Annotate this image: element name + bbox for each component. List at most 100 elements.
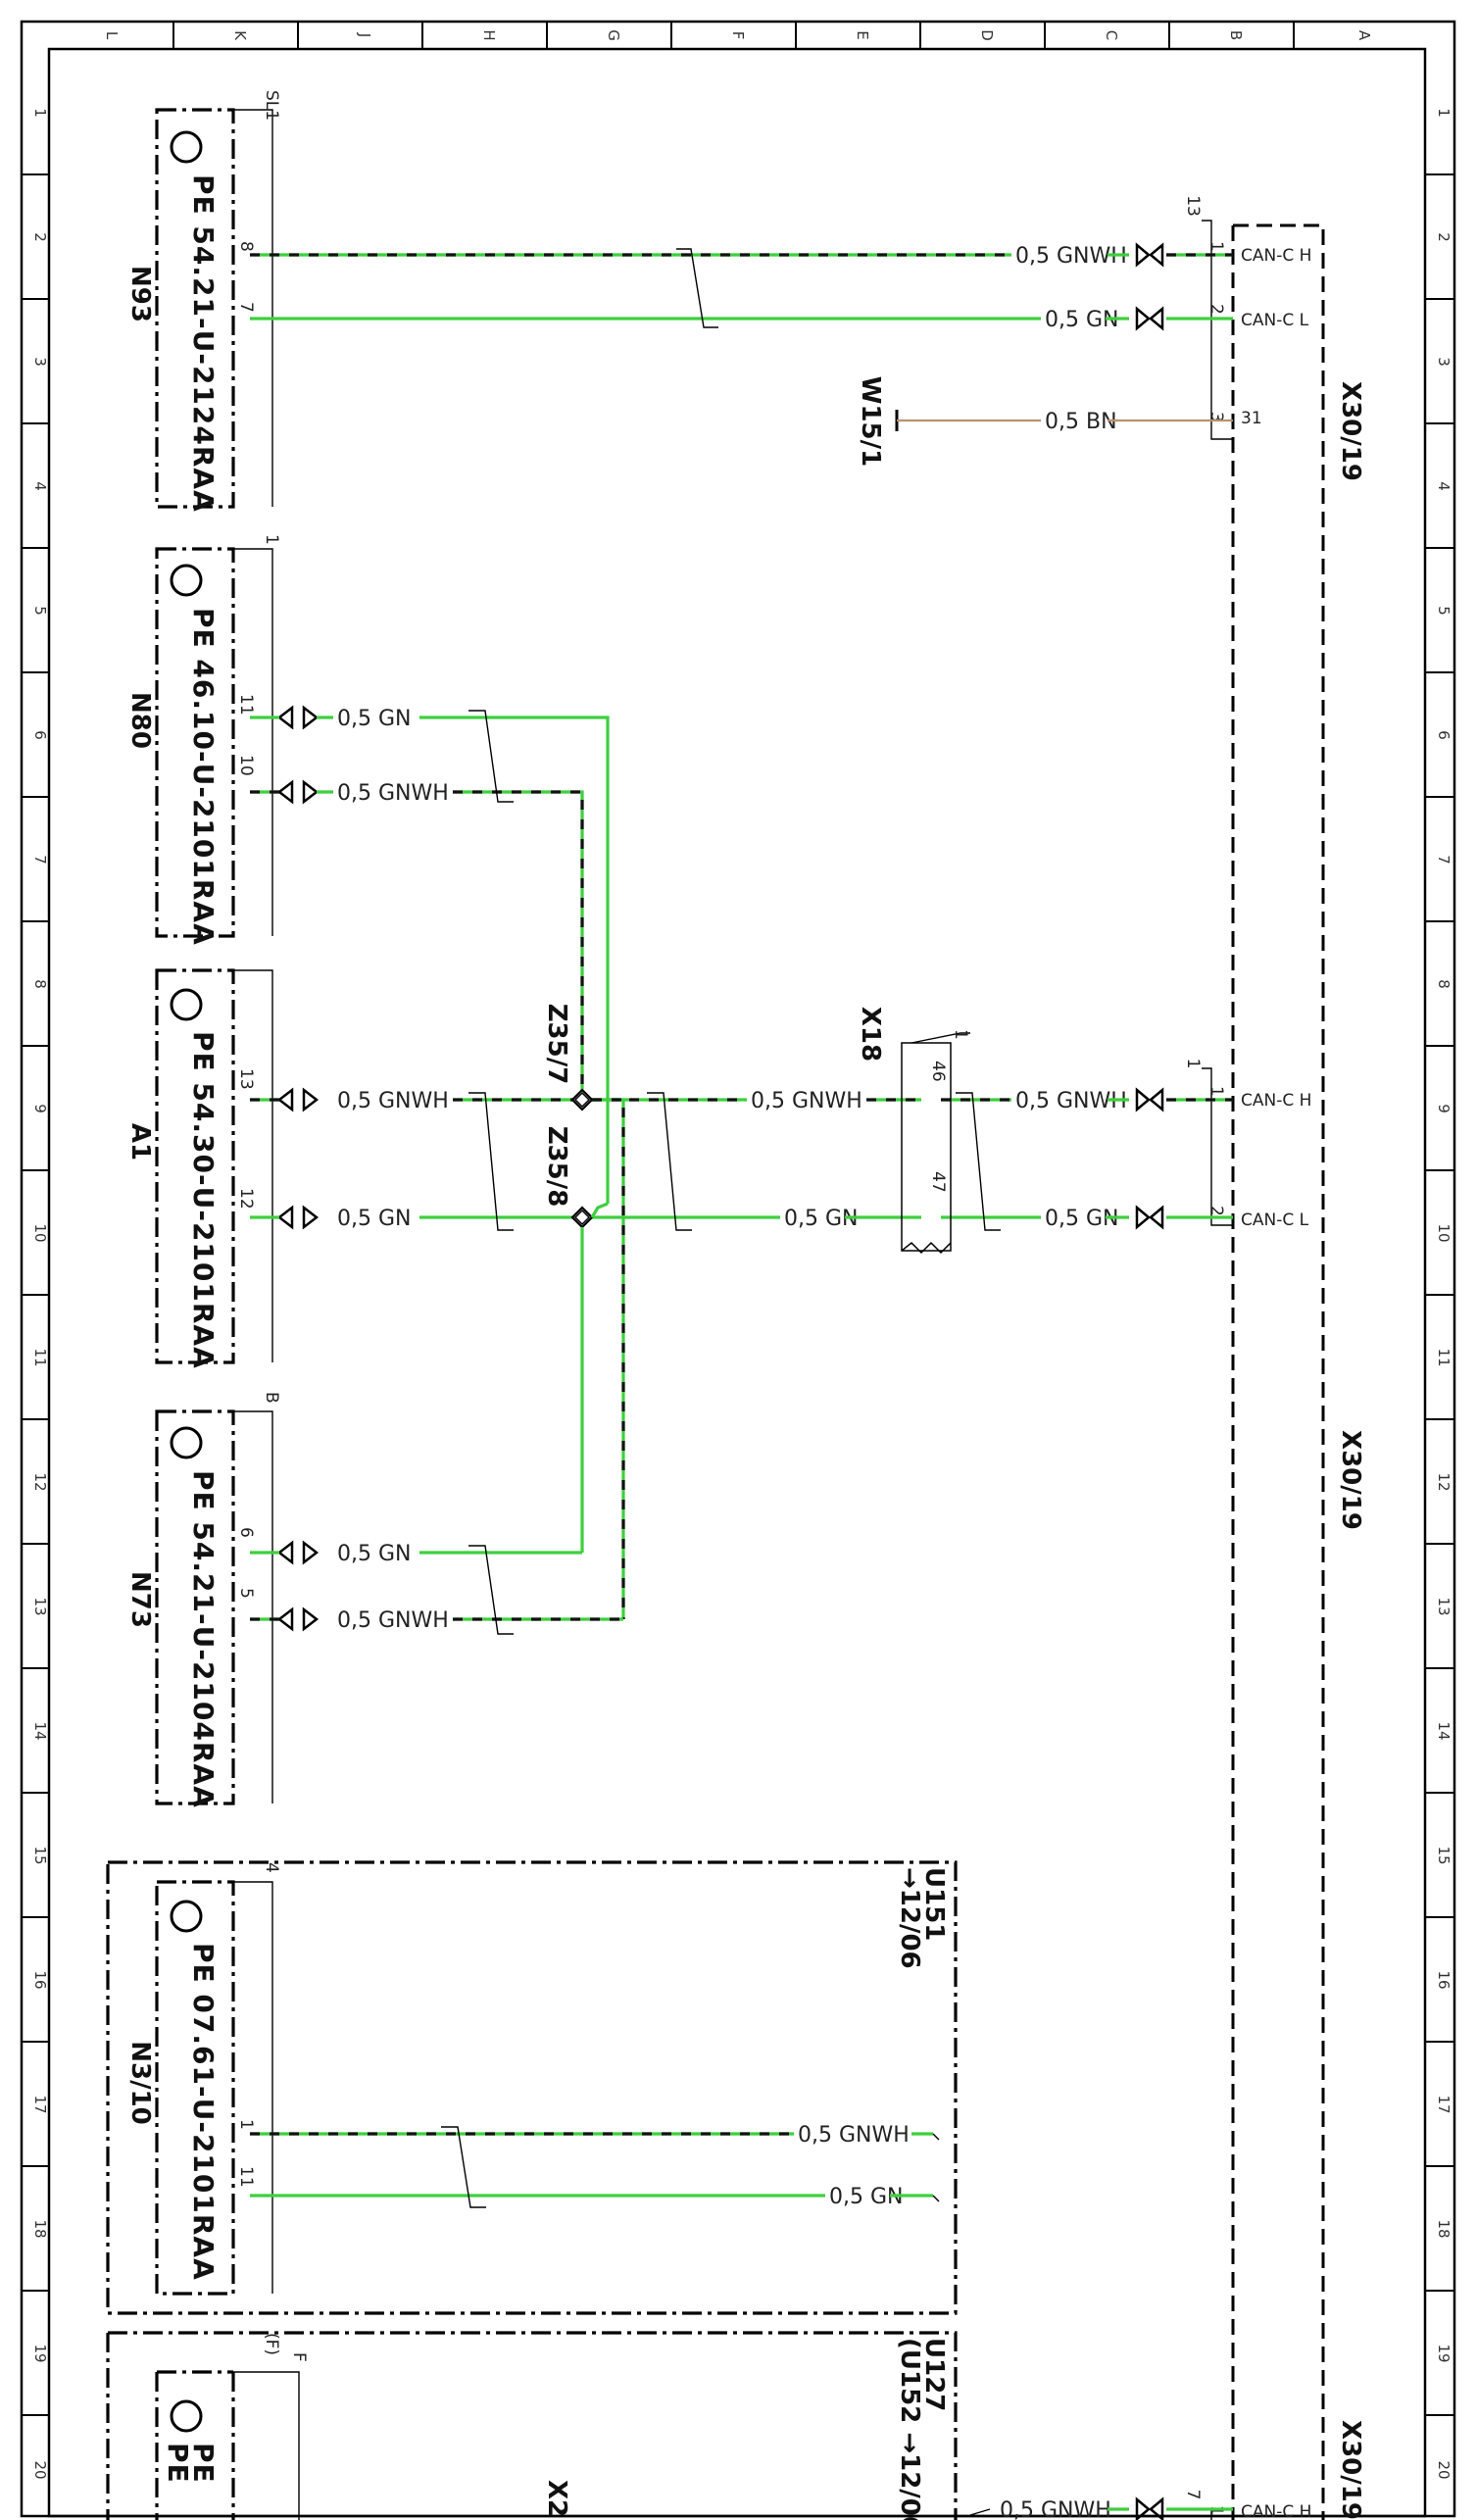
wire-n80-gnwh: 0,5 GNWH — [250, 779, 584, 1100]
module-label: N73 — [125, 1571, 155, 1628]
w15-1-label: W15/1 — [856, 376, 885, 467]
connector-symbol — [1135, 242, 1164, 268]
ground-icon — [170, 1900, 203, 1933]
grid-row-label: 19 — [1435, 2344, 1452, 2362]
pin-number: 5 — [236, 1588, 256, 1599]
z35-8-splice: Z35/8 — [542, 1126, 594, 1229]
grid-col-label: C — [1103, 30, 1120, 40]
grid-row-label: 1 — [31, 108, 49, 118]
grid-row-label: 20 — [1435, 2460, 1452, 2479]
wire-n93-gn: 0,5 GN — [250, 306, 1233, 332]
x18-number: 1 — [951, 1029, 970, 1040]
wire-label: 0,5 GNWH — [1000, 2498, 1111, 2520]
wire-n3-10-gn: 0,5 GN — [250, 2185, 940, 2209]
grid-col-label: H — [480, 29, 498, 40]
wire-w15-1-bn: 0,5 BN W15/1 — [856, 376, 1233, 467]
grid-col-label: D — [978, 29, 996, 41]
grid-row-label: 7 — [1435, 855, 1452, 865]
pin-number: 11 — [236, 694, 256, 716]
connector-symbol — [1135, 1205, 1164, 1230]
module-n3-10: 4 PE 07.61-U-2101RAA N3/10 1 11 — [125, 1862, 281, 2296]
wire-a1-gn: 0,5 GN 0,5 GN 0,5 GN — [250, 1205, 1233, 1231]
wire-a1-gnwh: 0,5 GNWH 0,5 GNWH 0,5 GNWH — [250, 1087, 1233, 1113]
wire-label: 0,5 GNWH — [337, 781, 449, 806]
twist-marker — [441, 2126, 486, 2208]
ground-icon — [170, 1426, 203, 1459]
grid-row-label: 15 — [31, 1846, 49, 1864]
grid-row-label: 13 — [1435, 1597, 1452, 1615]
module-label: N93 — [125, 266, 155, 322]
grid-row-label: 3 — [1435, 357, 1452, 367]
grid-row-label: 17 — [1435, 2095, 1452, 2113]
pin-number: 8 — [236, 241, 256, 252]
grid-row-label: 17 — [31, 2095, 49, 2113]
grid-row-label: 20 — [31, 2460, 49, 2479]
grid-row-label: 10 — [1435, 1223, 1452, 1242]
grid-row-label: 6 — [31, 730, 49, 740]
pin-number: 3 — [1206, 412, 1226, 422]
grid-row-label: 3 — [31, 357, 49, 367]
x30-19-label: X30/19 — [1336, 2420, 1365, 2520]
pin-31-label: 31 — [1241, 409, 1262, 428]
pin-number: 2 — [1206, 1206, 1226, 1216]
wire-z35-7-down-dash — [592, 1098, 625, 1619]
pe-code: PE — [187, 2443, 220, 2484]
grid-row-label: 15 — [1435, 1846, 1452, 1864]
grid-row-label: 10 — [31, 1223, 49, 1242]
connector-symbol — [276, 779, 320, 805]
grid-row-label: 14 — [1435, 1721, 1452, 1740]
twist-marker — [468, 710, 514, 803]
pe-code: PE 07.61-U-2101RAA — [187, 1943, 220, 2281]
pin-number: 1 — [1206, 1086, 1226, 1097]
grid-col-label: B — [1227, 30, 1245, 40]
wire-label: 0,5 GNWH — [337, 1608, 449, 1633]
can-h-label: CAN-C H — [1241, 2502, 1311, 2520]
grid-col-label: K — [231, 30, 249, 41]
ground-icon — [170, 2399, 203, 2433]
x30-19-connector: X30/19 X30/19 X30/19 13 1 2 3 CAN-C H CA… — [1183, 195, 1365, 2520]
grid-col-label: A — [1355, 30, 1373, 41]
connector-symbol — [276, 1606, 320, 1632]
grid-row-label: 2 — [31, 232, 49, 242]
grid-col-label: G — [605, 29, 622, 41]
wire-label: 0,5 GNWH — [798, 2123, 910, 2148]
module-n93: SL1 PE 54.21-U-2124RAA N93 8 7 — [125, 90, 281, 513]
wire-bottom-gnwh: 0,5 GNWH — [969, 2496, 1233, 2520]
grid-row-label: 1 — [1435, 108, 1452, 118]
pin-number: 6 — [236, 1527, 256, 1538]
x30-19-number: 7 — [1183, 2490, 1203, 2500]
grid-row-label: 4 — [31, 481, 49, 491]
wire-n73-gn: 0,5 GN — [250, 1540, 582, 1566]
can-h-label: CAN-C H — [1241, 246, 1311, 266]
grid-row-label: 4 — [1435, 481, 1452, 491]
module-label: A1 — [125, 1123, 155, 1161]
x30-19-label: X30/19 — [1336, 1430, 1365, 1530]
can-l-label: CAN-C L — [1241, 1211, 1309, 1230]
pin-number: 2 — [1206, 304, 1226, 315]
pe-code: PE 54.21-U-2104RAA — [187, 1470, 220, 1808]
pin-number: 12 — [236, 1188, 256, 1210]
wire-n73-gnwh: 0,5 GNWH — [250, 1606, 623, 1633]
grid-row-label: 9 — [31, 1104, 49, 1113]
u152-ref: (U152 →12/06) — [895, 2338, 924, 2520]
u127-enclosure: U127 (U152 →12/06) — [106, 2331, 958, 2520]
grid-row-label: 12 — [31, 1472, 49, 1491]
grid-row-label: 9 — [1435, 1104, 1452, 1113]
twist-marker — [676, 248, 718, 328]
grid-row-label: 18 — [31, 2219, 49, 2238]
x18-pin: 46 — [928, 1061, 948, 1082]
grid-row-label: 14 — [31, 1721, 49, 1740]
ground-icon — [170, 988, 203, 1021]
module-header: F — [289, 2352, 309, 2362]
grid-row-label: 6 — [1435, 730, 1452, 740]
x2-label: X2 — [542, 2480, 571, 2517]
grid-row-label: 7 — [31, 855, 49, 865]
module-header-alt: (F) — [262, 2333, 281, 2355]
twist-marker — [468, 1092, 514, 1231]
module-label: N80 — [125, 692, 155, 749]
grid-col-label: E — [854, 30, 871, 39]
pe-code: PE 54.30-U-2101RAA — [187, 1031, 220, 1369]
grid-row-label: 12 — [1435, 1472, 1452, 1491]
pe-code: PE 54.21-U-2124RAA — [187, 174, 220, 513]
